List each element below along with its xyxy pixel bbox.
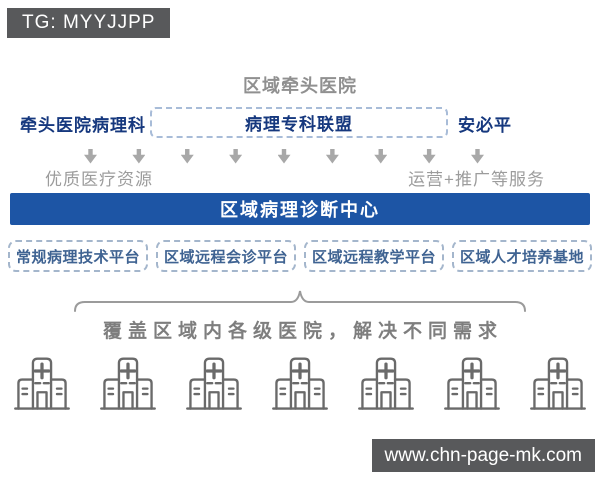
down-arrow-icon (132, 148, 146, 164)
platform-row: 常规病理技术平台 区域远程会诊平台 区域远程教学平台 区域人才培养基地 (8, 240, 592, 272)
watermark-website-badge: www.chn-page-mk.com (371, 439, 595, 472)
diagram-title: 区域牵头医院 (243, 76, 357, 96)
down-arrow-icon (325, 148, 339, 164)
hospital-icon (185, 353, 243, 417)
flow-caption-resources: 优质医疗资源 (45, 170, 153, 189)
hospital-icon (13, 353, 71, 417)
hospital-row (13, 353, 587, 417)
left-entity-label: 牵头医院病理科 (20, 116, 146, 135)
right-entity-label: 安必平 (458, 116, 512, 135)
down-arrow-icon (471, 148, 484, 164)
hospital-icon (357, 353, 415, 417)
diagnosis-center-bar: 区域病理诊断中心 (10, 193, 590, 225)
platform-box-talent-training: 区域人才培养基地 (452, 240, 592, 272)
hospital-icon (99, 353, 157, 417)
hospital-icon (529, 353, 587, 417)
alliance-box-label: 病理专科联盟 (245, 115, 353, 134)
down-arrow-icon (229, 148, 243, 164)
alliance-box: 病理专科联盟 (150, 107, 448, 138)
platform-box-remote-teaching: 区域远程教学平台 (304, 240, 444, 272)
coverage-text: 覆盖区域内各级医院，解决不同需求 (102, 321, 503, 342)
down-arrow-icon (422, 148, 436, 164)
brace-connector (74, 290, 526, 312)
flow-caption-services: 运营+推广等服务 (408, 170, 545, 189)
down-arrow-icon (277, 148, 291, 164)
platform-box-pathology-tech: 常规病理技术平台 (8, 240, 148, 272)
down-arrow-icon (374, 148, 388, 164)
flow-arrow-row (84, 148, 484, 164)
hospital-icon (271, 353, 329, 417)
platform-box-remote-consult: 区域远程会诊平台 (156, 240, 296, 272)
watermark-tg-badge: TG: MYYJJPP (7, 8, 171, 38)
hospital-icon (443, 353, 501, 417)
down-arrow-icon (84, 148, 97, 164)
down-arrow-icon (180, 148, 194, 164)
